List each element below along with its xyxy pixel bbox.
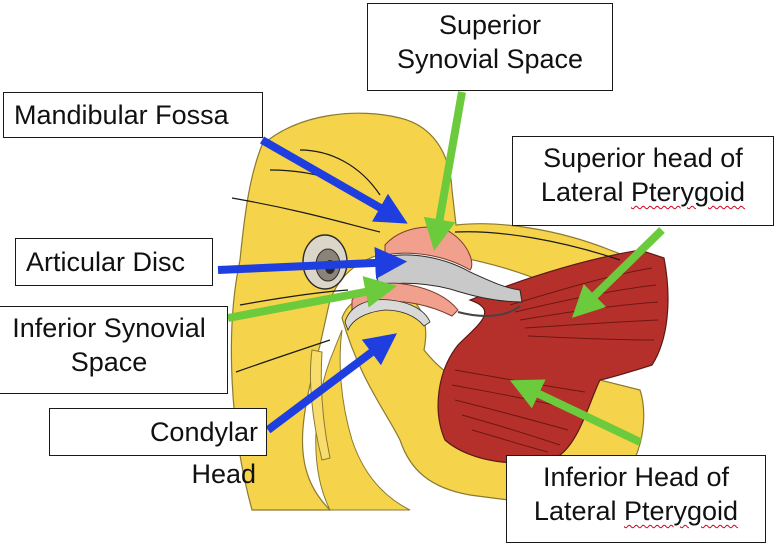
- label-inferior-head-lateral-pterygoid: Inferior Head of Lateral Pterygoid: [506, 455, 766, 543]
- structure-outlines: [231, 149, 621, 373]
- label-inferior-head-line2: Lateral Pterygoid: [517, 494, 755, 528]
- label-superior-synovial-space: Superior Synovial Space: [367, 3, 613, 91]
- arrow-inferior-synovial-space: [227, 276, 398, 322]
- green-arrows: [227, 91, 665, 446]
- label-superior-head-line2-prefix: Lateral: [540, 177, 631, 207]
- label-condylar-head-line2: Head: [191, 459, 256, 489]
- arrow-superior-synovial-space: [423, 91, 466, 252]
- label-inferior-head-line2-prefix: Lateral: [533, 496, 624, 526]
- label-mandibular-fossa-text: Mandibular Fossa: [14, 100, 229, 130]
- label-superior-head-line2: Lateral Pterygoid: [523, 175, 763, 209]
- label-condylar-head: Condylar Head: [49, 408, 267, 489]
- articular-disc-shape: [374, 254, 523, 303]
- label-inferior-synovial-space: Inferior Synovial Space: [0, 306, 228, 394]
- arrow-inferior-head-pterygoid: [509, 379, 642, 446]
- label-superior-synovial-line1: Superior: [438, 10, 542, 40]
- label-superior-synovial-line2: Synovial Space: [396, 44, 584, 74]
- arrow-mandibular-fossa: [260, 136, 408, 224]
- label-articular-disc: Articular Disc: [15, 238, 213, 286]
- label-superior-head-lateral-pterygoid: Superior head of Lateral Pterygoid: [512, 136, 774, 226]
- label-inferior-head-line1: Inferior Head of: [542, 462, 730, 492]
- blue-arrows: [217, 136, 408, 434]
- label-inferior-head-line2-word: Pterygoid: [623, 496, 739, 526]
- label-superior-head-line1: Superior head of: [543, 143, 743, 173]
- label-condylar-head-line1: Condylar: [149, 417, 258, 447]
- arrow-superior-head-pterygoid: [571, 227, 665, 318]
- disc-tendon: [457, 305, 521, 317]
- arrow-articular-disc: [217, 246, 408, 279]
- label-inferior-synovial-line1: Inferior Synovial: [12, 313, 206, 343]
- label-mandibular-fossa: Mandibular Fossa: [3, 92, 263, 138]
- label-inferior-synovial-line2: Space: [70, 347, 148, 377]
- styloid-process: [309, 349, 331, 461]
- label-superior-head-line2-word: Pterygoid: [630, 177, 746, 207]
- label-articular-disc-text: Articular Disc: [26, 247, 186, 277]
- arrow-condylar-head: [265, 333, 397, 434]
